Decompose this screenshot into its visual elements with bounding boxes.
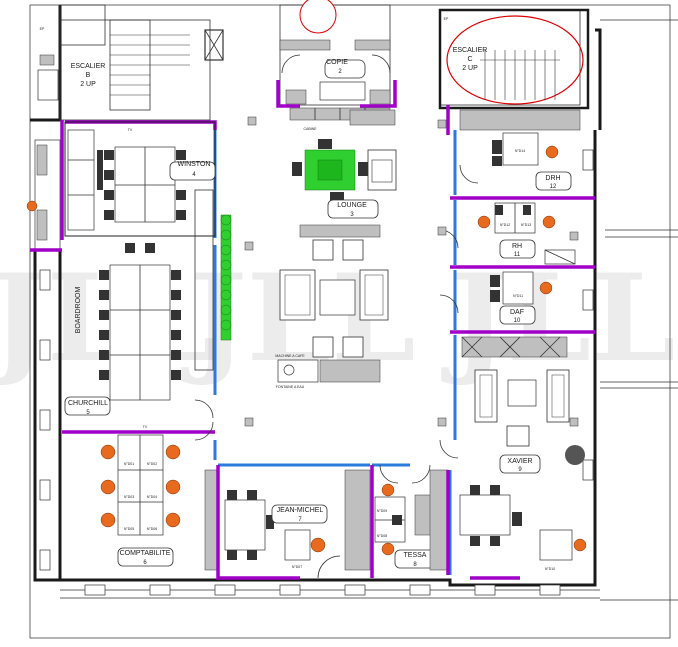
ep-label: EP (40, 27, 45, 31)
machine-cafe-label: MACHINE A CAFE (275, 354, 305, 358)
compta-desk-5: N°D05 (124, 527, 134, 531)
tessa-desk-num-2: N°D08 (377, 534, 387, 538)
compta-desk-2: N°D02 (147, 462, 157, 466)
structural-columns (244, 116, 579, 427)
compta-desk-4: N°D04 (147, 495, 157, 499)
room-lounge: LOUNGE 3 FONTAINE A EAU MACHINE A CAFE (275, 109, 397, 389)
room-winston: TV WINSTON 4 (64, 120, 217, 238)
escalier-b-letter: B (86, 72, 91, 79)
jean-michel-name: JEAN-MICHEL (277, 507, 324, 514)
rh-name: RH (512, 243, 522, 250)
drh-num: 12 (550, 184, 557, 190)
lounge-num: 3 (350, 212, 354, 218)
escalier-c-letter: C (467, 56, 472, 63)
door-swings (194, 54, 479, 579)
window-mullions (39, 149, 594, 596)
room-churchill: CHURCHILL 5 TV (62, 396, 215, 434)
comptabilite-name: COMPTABILITE (120, 550, 171, 557)
winston-name: WINSTON (178, 161, 211, 168)
room-daf: N°D11 DAF 10 (450, 270, 595, 334)
tessa-num: 8 (413, 562, 417, 568)
daf-desk-num: N°D11 (513, 294, 523, 298)
left-column (26, 120, 64, 252)
boardroom-name: BOARDROOM (75, 286, 82, 333)
escalier-b-sub: 2 UP (80, 81, 96, 88)
churchill-num: 5 (86, 410, 90, 416)
xavier-name: XAVIER (507, 458, 532, 465)
compta-desk-1: N°D01 (124, 462, 134, 466)
room-rh: N°D12 N°D13 RH 11 (450, 200, 595, 269)
xavier-num: 9 (518, 467, 522, 473)
drh-desk-num: N°D14 (515, 149, 525, 153)
room-jean-michel: N°D07 JEAN-MICHEL 7 (216, 463, 371, 580)
comptabilite-num: 6 (143, 560, 147, 566)
jean-michel-desk-num: N°D07 (292, 565, 302, 569)
copie-name: COPIE (326, 59, 348, 66)
room-tessa: N°D09 N°D08 TESSA 8 (370, 463, 450, 578)
tessa-desk-num-1: N°D09 (377, 509, 387, 513)
compta-desk-6: N°D06 (147, 527, 157, 531)
compta-desk-3: N°D03 (124, 495, 134, 499)
copie-num: 2 (338, 69, 342, 75)
churchill-name: CHURCHILL (68, 400, 108, 407)
escalier-c-name: ESCALIER (453, 47, 488, 54)
room-boardroom: BOARDROOM (75, 243, 217, 401)
rh-num: 11 (514, 252, 521, 258)
watermark-text-3: JLL (441, 248, 676, 389)
room-comptabilite: N°D01 N°D02 N°D03 N°D04 N°D05 N°D06 COMP… (100, 434, 218, 571)
tessa-name: TESSA (404, 552, 427, 559)
rh-desk-num-2: N°D13 (521, 223, 531, 227)
plant-divider (194, 189, 232, 371)
escalier-c-sub: 2 UP (462, 65, 478, 72)
daf-name: DAF (510, 309, 524, 316)
daf-num: 10 (514, 318, 521, 324)
top-left-rooms: EP (37, 4, 106, 101)
escalier-b-name: ESCALIER (71, 63, 106, 70)
xavier-desk-num: N°D10 (545, 567, 555, 571)
room-copie: COPIE 2 (276, 0, 397, 108)
room-drh: N°D14 DRH 12 (446, 105, 595, 200)
cabine-label: CABINE (303, 127, 317, 131)
winston-num: 4 (192, 172, 196, 178)
fontaine-label: FONTAINE A EAU (276, 385, 305, 389)
escalier-c: ESCALIER C 2 UP EP (438, 8, 590, 110)
escalier-b: ESCALIER B 2 UP (59, 19, 224, 121)
tv-label-2: TV (143, 425, 148, 429)
building-walls (30, 5, 678, 601)
tv-label-1: TV (128, 128, 133, 132)
rh-desk-num-1: N°D12 (500, 223, 510, 227)
jean-michel-num: 7 (298, 517, 302, 523)
drh-name: DRH (545, 175, 560, 182)
ep-label-2: EP (444, 17, 449, 21)
room-xavier: XAVIER 9 N°D10 (448, 335, 587, 580)
lounge-name: LOUNGE (337, 202, 367, 209)
